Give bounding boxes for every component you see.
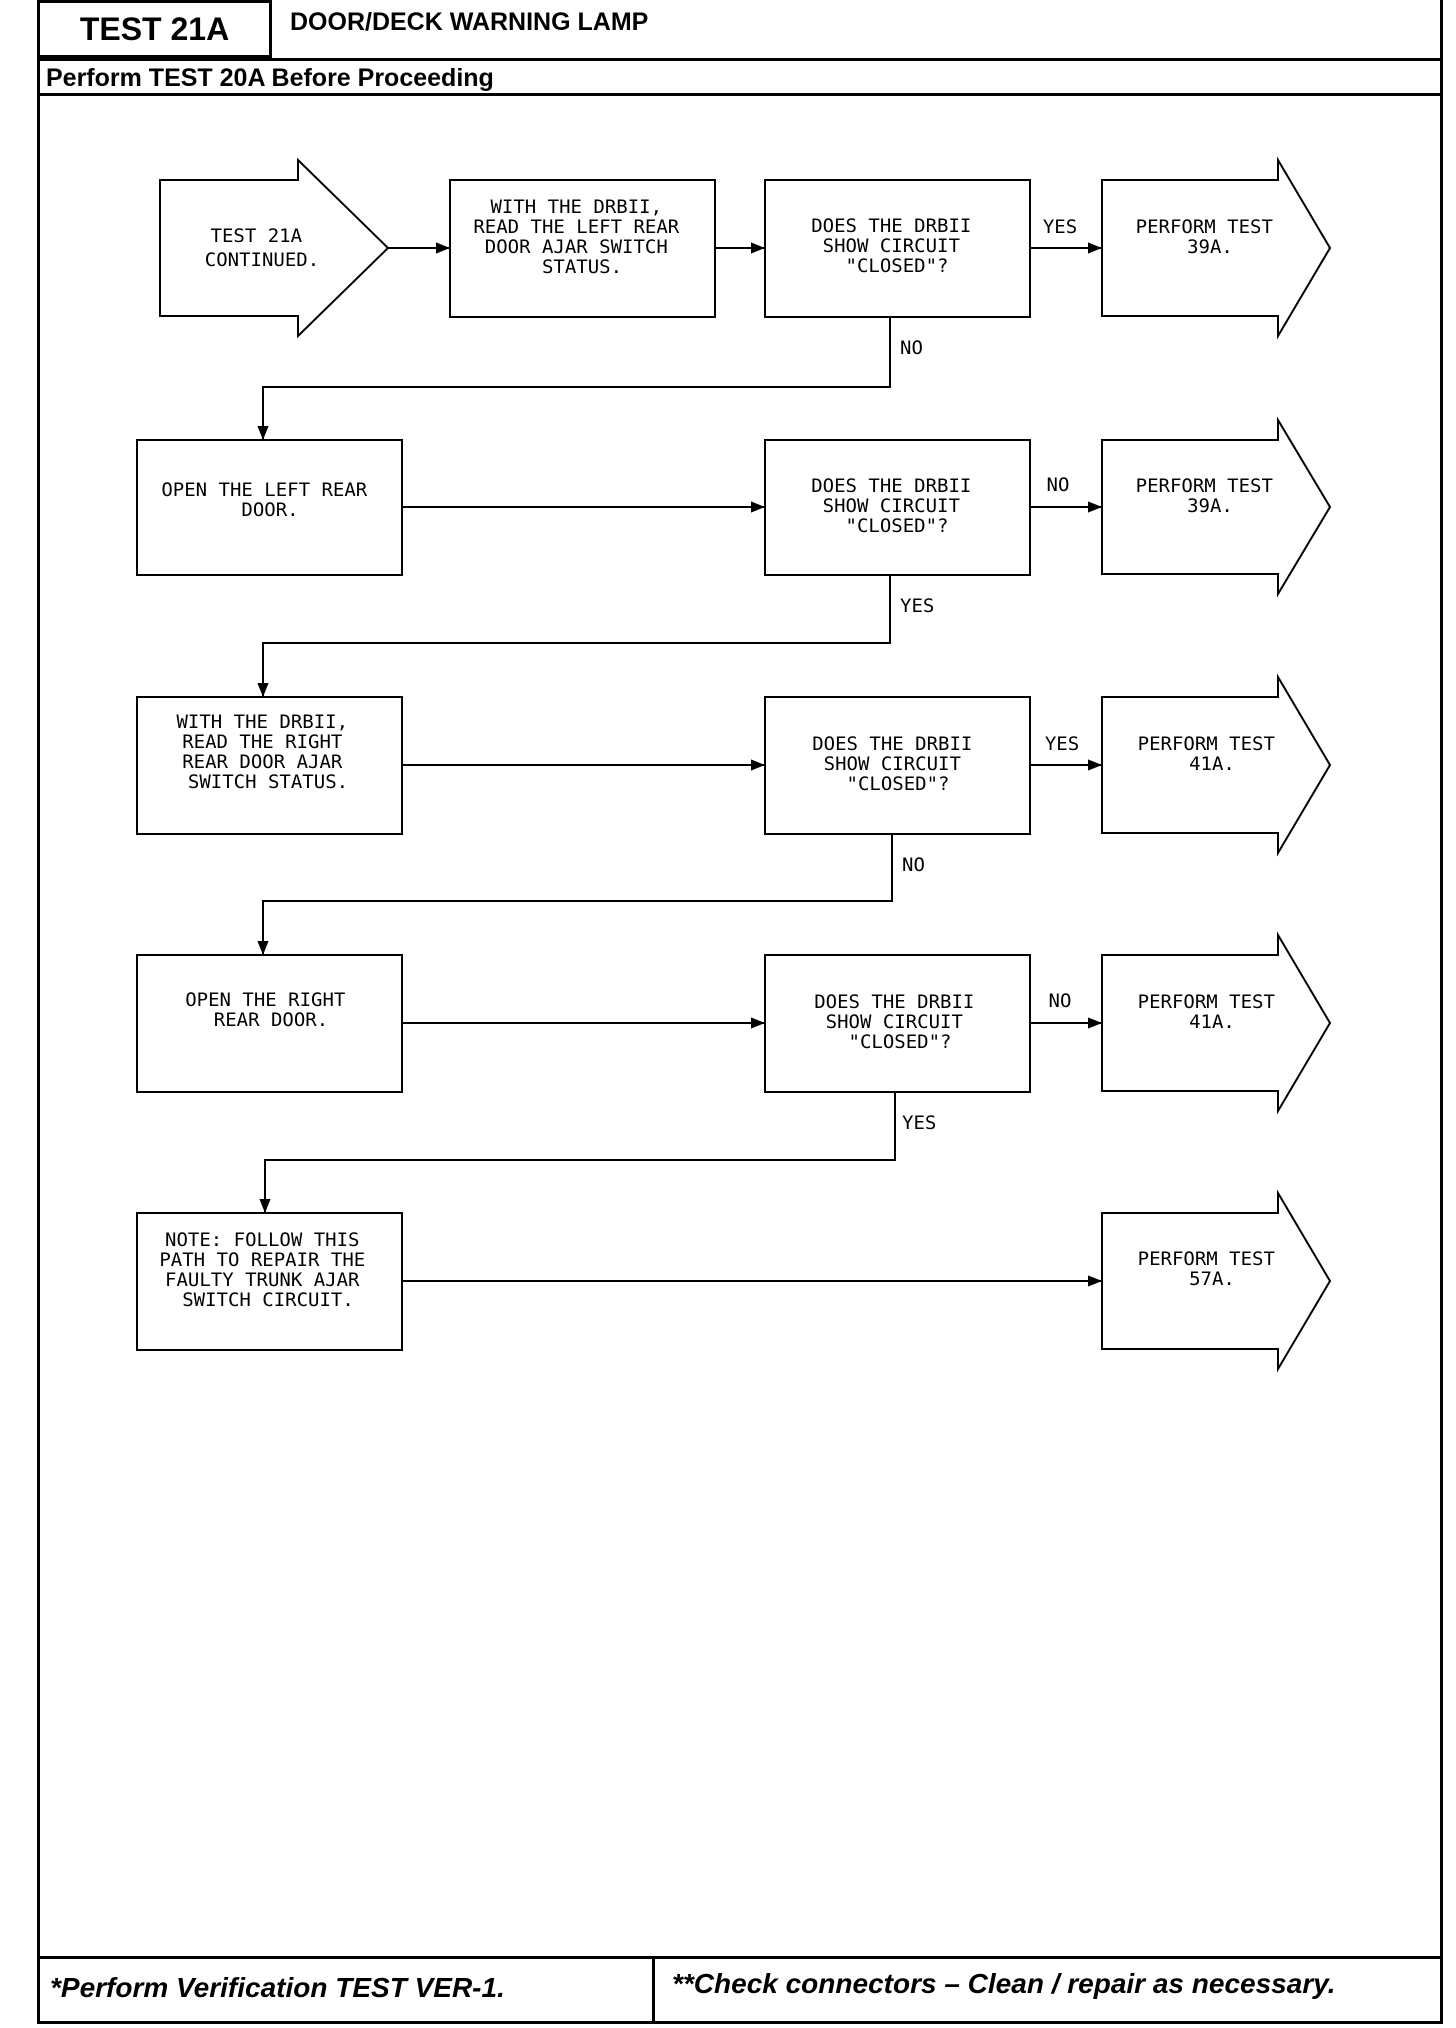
q4-line-1: DOES THE DRBII [814,991,974,1013]
start-line-1: TEST 21A [211,225,303,247]
open-right-line-2: REAR DOOR. [214,1009,328,1031]
svg-text:OPEN THE RIGHT REAR DOOR.: OPEN THE RIGHT REAR DOOR. [185,989,357,1031]
read-left-line-4: STATUS. [542,256,622,278]
read-right-line-1: WITH THE DRBII, [176,711,348,733]
connector [257,834,893,955]
svg-text:TEST 21A CONTINUED.: TEST 21A CONTINUED. [205,225,319,271]
result4-line-1: PERFORM TEST [1138,991,1275,1013]
result5-line-2: 57A. [1189,1268,1235,1290]
result3-line-2: 41A. [1189,753,1235,775]
start-arrow-shape [159,157,390,339]
svg-text:PERFORM TEST 39A.: PERFORM TEST 39A. [1136,475,1285,517]
result3-arrow-shape [1101,673,1332,857]
svg-text:PERFORM TEST 41A.: PERFORM TEST 41A. [1138,733,1287,775]
q2-no-label: NO [1047,474,1070,496]
q1-line-2: SHOW CIRCUIT [823,235,960,257]
read-left-line-1: WITH THE DRBII, [490,196,662,218]
q1-yes-label: YES [1043,216,1077,238]
footer-column-divider [652,1956,655,2024]
result4-arrow-shape [1101,931,1332,1115]
connector [259,1092,896,1213]
q3-line-3: "CLOSED"? [847,773,950,795]
test-id: TEST 21A [79,10,230,47]
footer-connector-note: **Check connectors – Clean / repair as n… [672,1968,1336,1999]
note-line-2: PATH TO REPAIR THE [159,1249,365,1271]
q3-line-1: DOES THE DRBII [812,733,972,755]
q3-line-2: SHOW CIRCUIT [824,753,961,775]
q2-yes-label: YES [900,595,934,617]
subtitle-divider [37,93,1443,96]
q4-yes-label: YES [902,1112,936,1134]
svg-text:PERFORM TEST 57A.: PERFORM TEST 57A. [1138,1248,1287,1290]
q3-yes-label: YES [1045,733,1079,755]
svg-text:NOTE: FOLLOW THIS PATH TO: NOTE: FOLLOW THIS PATH TO REPAIR THE FAU… [159,1229,376,1311]
read-left-line-3: DOOR AJAR SWITCH [485,236,668,258]
page-frame [37,0,1443,2024]
page-subtitle: Perform TEST 20A Before Proceeding [46,64,494,92]
q3-no-label: NO [902,854,925,876]
result2-line-2: 39A. [1187,495,1233,517]
open-left-line-2: DOOR. [241,499,298,521]
result5-arrow-shape [1101,1189,1332,1373]
q1-line-3: "CLOSED"? [846,255,949,277]
open-right-line-1: OPEN THE RIGHT [185,989,345,1011]
result4-line-2: 41A. [1189,1011,1235,1033]
svg-text:WITH THE DRBII, READ THE L: WITH THE DRBII, READ THE LEFT REAR DOOR … [473,196,690,278]
result1-line-1: PERFORM TEST [1136,216,1273,238]
result1-arrow-shape [1101,156,1332,340]
svg-text:WITH THE DRBII, READ THE R: WITH THE DRBII, READ THE RIGHT REAR DOOR… [176,711,359,793]
read-left-line-2: READ THE LEFT REAR [473,216,679,238]
test-id-box: TEST 21A [37,0,272,58]
note-line-1: NOTE: FOLLOW THIS [165,1229,359,1251]
footer-verification-note: *Perform Verification TEST VER-1. [50,1972,505,2003]
start-line-2: CONTINUED. [205,249,319,271]
svg-text:DOES THE DRBII SHOW CIRCUI: DOES THE DRBII SHOW CIRCUIT "CLOSED"? [814,991,986,1053]
q4-line-3: "CLOSED"? [849,1031,952,1053]
open-left-line-1: OPEN THE LEFT REAR [161,479,367,501]
result3-line-1: PERFORM TEST [1138,733,1275,755]
connector [257,317,891,440]
header-divider [37,58,1443,61]
note-line-3: FAULTY TRUNK AJAR [165,1269,360,1291]
connector [257,575,891,697]
svg-text:PERFORM TEST 39A.: PERFORM TEST 39A. [1136,216,1285,258]
svg-text:PERFORM TEST 41A.: PERFORM TEST 41A. [1138,991,1287,1033]
read-right-line-2: READ THE RIGHT [182,731,342,753]
svg-text:DOES THE DRBII SHOW CIRCUI: DOES THE DRBII SHOW CIRCUIT "CLOSED"? [811,475,983,537]
page-title: DOOR/DECK WARNING LAMP [290,8,649,36]
result2-arrow-shape [1101,416,1332,598]
footer-divider [37,1956,1443,1959]
read-right-line-3: REAR DOOR AJAR [182,751,343,773]
note-line-4: SWITCH CIRCUIT. [182,1289,354,1311]
result2-line-1: PERFORM TEST [1136,475,1273,497]
svg-text:OPEN THE LEFT REAR DOOR.: OPEN THE LEFT REAR DOOR. [161,479,378,521]
svg-text:DOES THE DRBII SHOW CIRCUI: DOES THE DRBII SHOW CIRCUIT "CLOSED"? [811,215,983,277]
q1-line-1: DOES THE DRBII [811,215,971,237]
result5-line-1: PERFORM TEST [1138,1248,1275,1270]
svg-text:DOES THE DRBII SHOW CIRCUI: DOES THE DRBII SHOW CIRCUIT "CLOSED"? [812,733,984,795]
q2-line-1: DOES THE DRBII [811,475,971,497]
result1-line-2: 39A. [1187,236,1233,258]
q4-line-2: SHOW CIRCUIT [826,1011,963,1033]
q2-line-3: "CLOSED"? [846,515,949,537]
q1-no-label: NO [900,337,923,359]
read-right-line-4: SWITCH STATUS. [188,771,348,793]
q4-no-label: NO [1049,990,1072,1012]
q2-line-2: SHOW CIRCUIT [823,495,960,517]
